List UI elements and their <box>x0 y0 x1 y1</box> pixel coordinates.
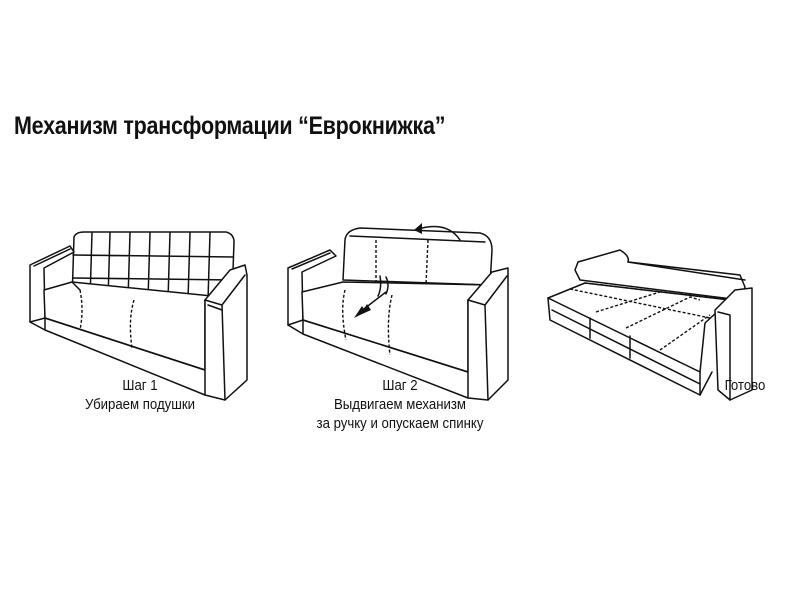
right-arm <box>204 264 248 401</box>
seat <box>301 281 491 373</box>
step-3-caption: Готово <box>705 376 784 395</box>
right-arm <box>714 287 753 401</box>
lift-arrow <box>421 225 461 241</box>
right-arm <box>467 267 509 401</box>
step-1-heading: Шаг 1 <box>122 377 158 394</box>
arrowhead <box>414 223 422 234</box>
step-2-caption: Шаг 2 Выдвигаем механизм за ручку и опус… <box>312 376 488 433</box>
sofa-bed-unfolded-illustration <box>547 249 753 401</box>
seat <box>43 281 233 371</box>
step-3-heading: Готово <box>724 377 766 394</box>
sofa-step-2-illustration <box>287 223 509 401</box>
step-1-caption: Шаг 1 Убираем подушки <box>52 376 228 414</box>
step-2-text-line-2: за ручку и опускаем спинку <box>316 415 484 432</box>
step-2-text-line-1: Выдвигаем механизм <box>333 396 467 413</box>
sofa-step-1-illustration <box>29 231 248 401</box>
pull-handle <box>377 275 389 297</box>
back-cushion-tufted <box>71 231 235 301</box>
back-cushion-folding <box>342 227 493 286</box>
step-1-text: Убираем подушки <box>84 396 196 413</box>
step-2-heading: Шаг 2 <box>382 377 418 394</box>
tufting-grid <box>72 232 234 301</box>
page-title: Механизм трансформации “Еврокнижка” <box>14 112 446 140</box>
